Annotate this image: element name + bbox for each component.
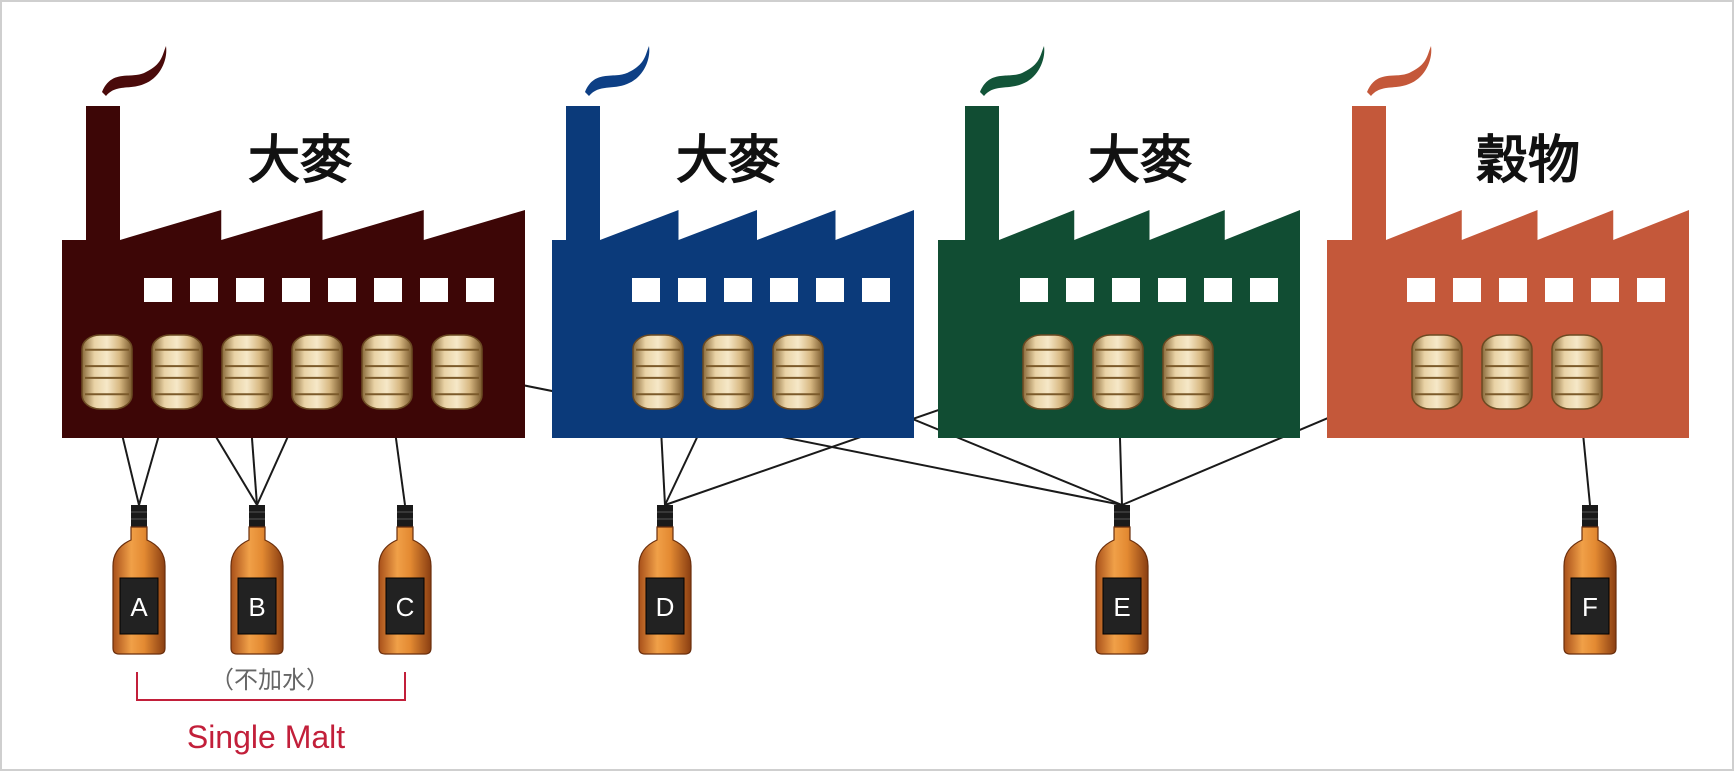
bottle-letter: B <box>248 592 265 622</box>
bottles: A B C D E F <box>112 505 1617 655</box>
bottle-f: F <box>1563 505 1617 655</box>
factory-window <box>1499 278 1527 302</box>
factory-label: 大麥 <box>248 131 353 191</box>
factory-window <box>816 278 844 302</box>
barrel-icon <box>772 334 824 410</box>
bottle-cap <box>1582 505 1598 527</box>
factory-label: 穀物 <box>1476 131 1580 191</box>
factory-window <box>1020 278 1048 302</box>
bottle-cap <box>397 505 413 527</box>
factory-window <box>724 278 752 302</box>
factory-window <box>1407 278 1435 302</box>
barrel-icon <box>1022 334 1074 410</box>
factory-window <box>1591 278 1619 302</box>
factory-window <box>466 278 494 302</box>
bottle-label-panel <box>645 577 685 635</box>
factory-window <box>1066 278 1094 302</box>
chimney <box>566 106 600 246</box>
barrel-icon <box>361 334 413 410</box>
bottle-letter: C <box>396 592 415 622</box>
bottle-cap <box>131 505 147 527</box>
factory-label: 大麥 <box>676 131 781 191</box>
factory-window <box>1637 278 1665 302</box>
factory-window <box>1250 278 1278 302</box>
factory-window <box>1112 278 1140 302</box>
bottle-d: D <box>638 505 692 655</box>
barrel-icon <box>702 334 754 410</box>
chimney <box>965 106 999 246</box>
factory-window <box>144 278 172 302</box>
bottle-c: C <box>378 505 432 655</box>
factory-window <box>1204 278 1232 302</box>
factory-window <box>862 278 890 302</box>
factory-label: 大麥 <box>1088 131 1193 191</box>
chimney <box>1352 106 1386 246</box>
chimney <box>86 106 120 246</box>
bottle-letter: F <box>1582 592 1598 622</box>
bottle-b: B <box>230 505 284 655</box>
bottle-a: A <box>112 505 166 655</box>
smoke-icon <box>980 46 1045 96</box>
factory-3: 大麥 <box>938 46 1300 438</box>
barrel-icon <box>1551 334 1603 410</box>
barrel-icon <box>81 334 133 410</box>
barrel-icon <box>291 334 343 410</box>
bottle-letter: D <box>656 592 675 622</box>
factory-window <box>236 278 264 302</box>
bottle-label-panel <box>1570 577 1610 635</box>
no-water-note: （不加水） <box>210 667 330 694</box>
bottle-cap <box>1114 505 1130 527</box>
smoke-icon <box>585 46 650 96</box>
bottle-cap <box>657 505 673 527</box>
barrel-icon <box>1092 334 1144 410</box>
factory-window <box>678 278 706 302</box>
bottle-e: E <box>1095 505 1149 655</box>
factory-4: 穀物 <box>1327 46 1689 438</box>
factory-window <box>1158 278 1186 302</box>
single-malt-group: （不加水） Single Malt <box>136 667 406 755</box>
barrel-icon <box>1411 334 1463 410</box>
barrel-icon <box>221 334 273 410</box>
factory-2: 大麥 <box>552 46 914 438</box>
smoke-icon <box>1367 46 1432 96</box>
barrel-icon <box>431 334 483 410</box>
factory-window <box>282 278 310 302</box>
barrel-icon <box>632 334 684 410</box>
factory-window <box>374 278 402 302</box>
factories: 大麥 大麥 大麥 穀物 <box>62 46 1689 438</box>
bottle-label-panel <box>237 577 277 635</box>
factory-1: 大麥 <box>62 46 525 438</box>
factory-window <box>770 278 798 302</box>
factory-window <box>420 278 448 302</box>
barrel-icon <box>1162 334 1214 410</box>
single-malt-label: Single Malt <box>187 719 345 755</box>
factory-window <box>1453 278 1481 302</box>
bottle-label-panel <box>1102 577 1142 635</box>
smoke-icon <box>102 46 167 96</box>
bottle-letter: E <box>1113 592 1130 622</box>
barrel-icon <box>151 334 203 410</box>
factory-window <box>328 278 356 302</box>
single-malt-bracket <box>136 672 406 701</box>
bottle-letter: A <box>130 592 148 622</box>
factory-window <box>1545 278 1573 302</box>
barrel-icon <box>1481 334 1533 410</box>
bottle-label-panel <box>385 577 425 635</box>
bottle-cap <box>249 505 265 527</box>
factory-window <box>190 278 218 302</box>
factory-window <box>632 278 660 302</box>
bottle-label-panel <box>119 577 159 635</box>
